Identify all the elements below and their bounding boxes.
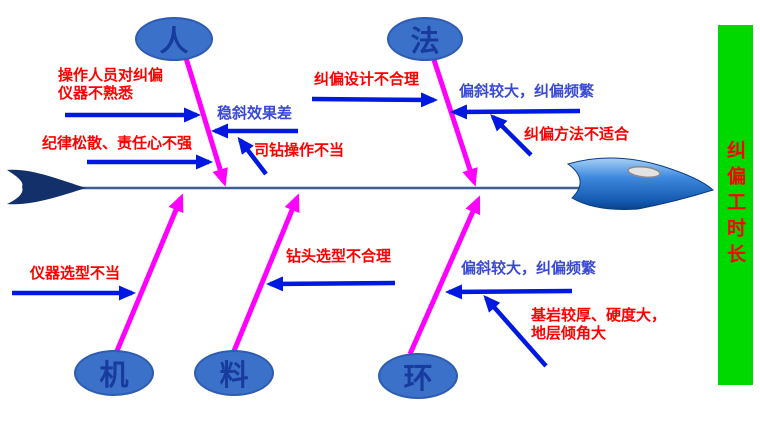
arrow-deviation-bottom	[445, 284, 573, 300]
category-ellipse-material: 料	[194, 350, 274, 396]
category-label-environment: 环	[403, 361, 433, 395]
cause-label-instrument-selection: 仪器选型不当	[30, 264, 121, 282]
branch-environment	[407, 195, 481, 356]
arrow-bit-selection	[266, 276, 396, 292]
effect-bar-label: 纠偏工时长	[724, 140, 746, 270]
arrow-design-unreasonable	[311, 92, 438, 108]
fish-eye	[627, 166, 661, 178]
arrow-method-unsuitable	[490, 114, 533, 157]
effect-bar: 纠偏工时长	[718, 25, 753, 385]
cause-label-operator-unfamiliar: 操作人员对纠偏 仪器不熟悉	[58, 66, 164, 102]
branch-machine	[114, 193, 184, 352]
fish-head	[566, 157, 714, 210]
fish-tail	[7, 169, 86, 205]
cause-label-driller-improper: 司钻操作不当	[254, 141, 345, 159]
cause-label-discipline-lax: 纪律松散、责任心不强	[42, 134, 193, 152]
branch-method	[431, 59, 478, 187]
arrow-deviation-top	[450, 104, 581, 120]
category-ellipse-environment: 环	[378, 353, 458, 399]
cause-label-bedrock-hard: 基岩较厚、硬度大， 地层倾角大	[531, 306, 667, 342]
cause-label-bit-selection: 钻头选型不合理	[286, 247, 392, 265]
arrow-bedrock-hard	[483, 295, 548, 368]
cause-label-design-unreasonable: 纠偏设计不合理	[314, 70, 420, 88]
arrow-driller-improper	[237, 136, 268, 176]
category-label-method: 法	[410, 24, 440, 58]
cause-label-method-unsuitable: 纠偏方法不适合	[524, 125, 630, 143]
category-ellipse-machine: 机	[74, 350, 154, 396]
category-ellipse-person: 人	[135, 17, 213, 61]
branch-material	[231, 193, 300, 352]
category-ellipse-method: 法	[387, 17, 463, 61]
cause-label-deviation-frequent-bottom: 偏斜较大，纠偏频繁	[461, 259, 597, 277]
category-label-machine: 机	[99, 358, 129, 392]
category-label-material: 料	[219, 358, 249, 392]
category-label-person: 人	[159, 24, 189, 58]
cause-label-stabilization-poor: 稳斜效果差	[217, 104, 293, 122]
branch-person	[183, 57, 228, 187]
cause-label-deviation-frequent-top: 偏斜较大，纠偏频繁	[459, 82, 595, 100]
